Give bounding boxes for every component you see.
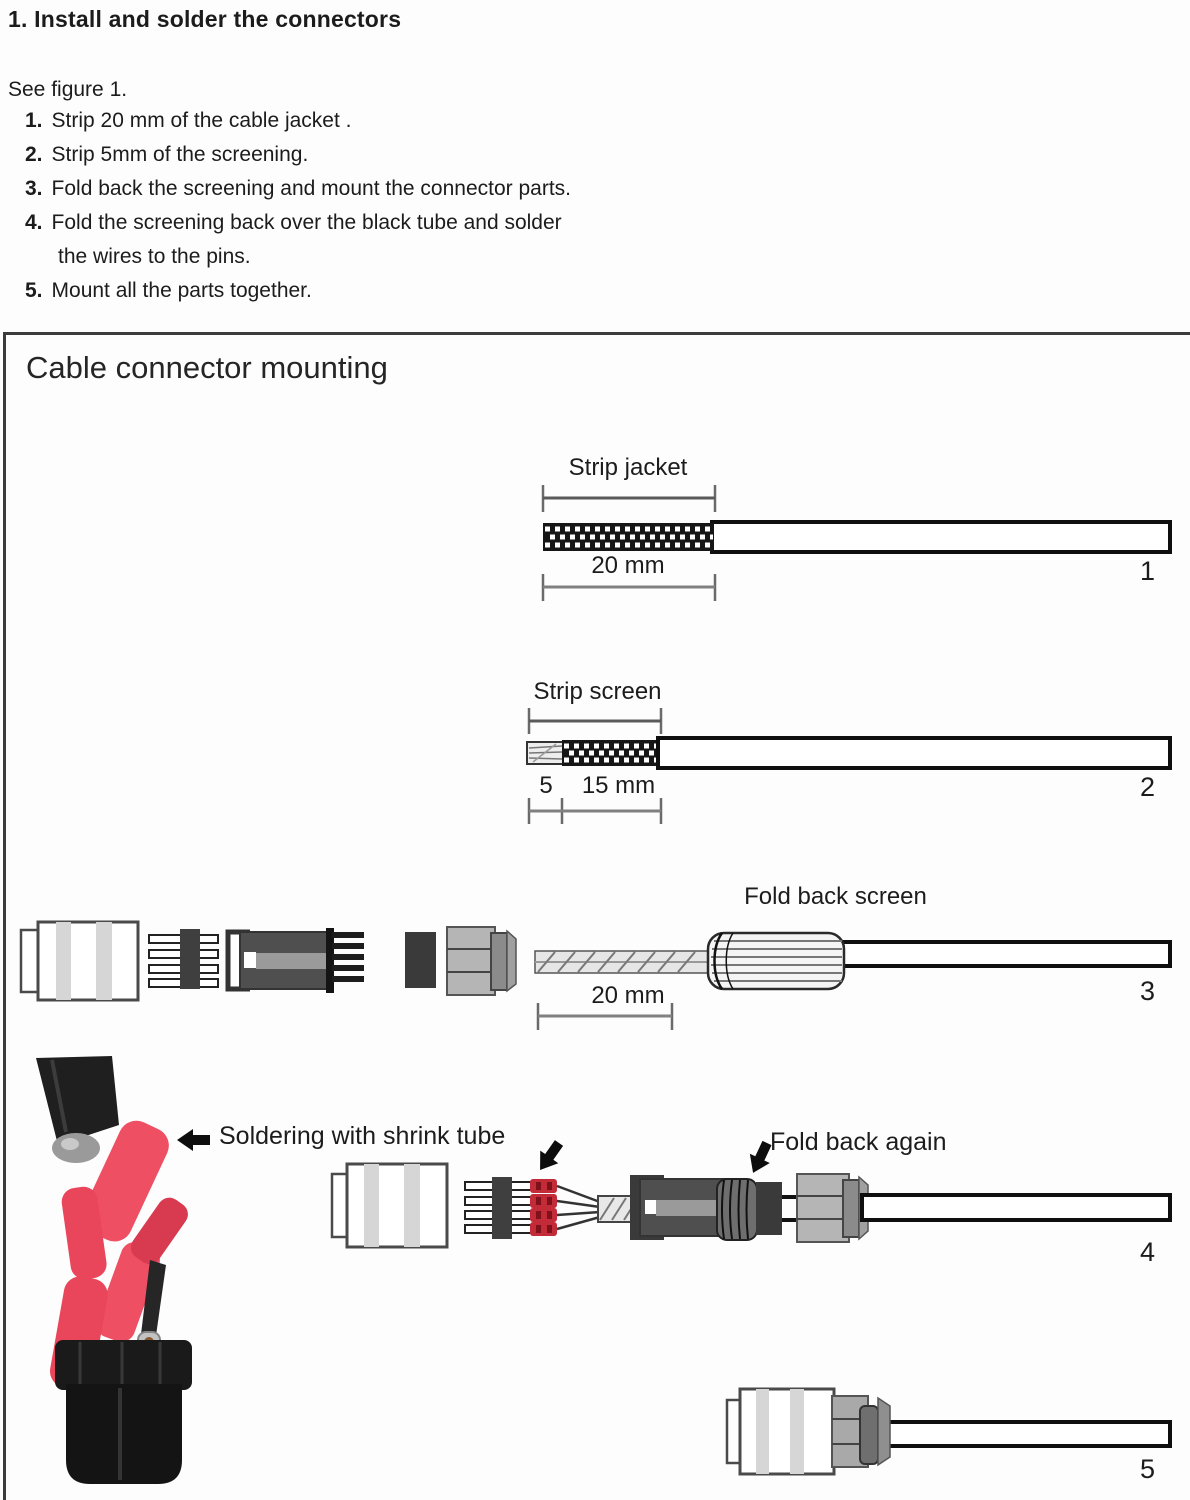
instruction-steps: 1.Strip 20 mm of the cable jacket . 2.St… <box>25 104 571 308</box>
left-arrow-icon <box>177 1129 210 1151</box>
instruction-step-5: 5.Mount all the parts together. <box>25 279 312 302</box>
instruction-step-3: 3.Fold back the screening and mount the … <box>25 177 571 200</box>
pin-header-part-step4 <box>464 1177 546 1239</box>
pin-header-part <box>148 929 219 989</box>
black-tube-part-step4 <box>756 1182 782 1235</box>
connector-shell-part <box>19 920 140 1002</box>
step-number-3: 3 <box>1139 976 1156 1006</box>
braided-screen-step2 <box>562 740 660 766</box>
gray-connector-part-step4 <box>796 1173 869 1243</box>
figure-cable-connector-mounting: Cable connector mounting <box>0 332 1190 1500</box>
red-shrink-tubes <box>530 1179 557 1236</box>
soldering-callout-label: Soldering with shrink tube <box>219 1122 506 1150</box>
figure-title: Cable connector mounting <box>26 350 388 385</box>
section-heading: 1. Install and solder the connectors <box>8 6 402 32</box>
strip-screen-label: Strip screen <box>533 678 662 705</box>
fold-back-screen-label: Fold back screen <box>744 883 927 910</box>
step5-assembled-diagram <box>725 1387 1172 1476</box>
folded-screen-bulge <box>706 931 846 991</box>
soldered-connector-photo <box>36 1056 192 1484</box>
strip-jacket-label: Strip jacket <box>568 454 688 481</box>
figure-border-top <box>3 332 1190 335</box>
connector-shell-part-step4 <box>330 1162 449 1249</box>
fold-back-again-label: Fold back again <box>770 1128 947 1156</box>
figure-diagram <box>19 485 1172 1484</box>
instruction-step-2: 2.Strip 5mm of the screening. <box>25 143 309 166</box>
braided-screen-step1 <box>543 523 714 551</box>
step4-soldering-diagram <box>177 1129 1172 1249</box>
fold-dimension-label: 20 mm <box>591 982 665 1009</box>
cable-jacket-step5 <box>882 1420 1172 1448</box>
gray-connector-part <box>446 926 517 996</box>
step-number-4: 4 <box>1139 1237 1156 1267</box>
screen-dimension-5-label: 5 <box>539 772 553 799</box>
see-figure-note: See figure 1. <box>8 78 128 101</box>
instruction-step-1: 1.Strip 20 mm of the cable jacket . <box>25 109 352 132</box>
instruction-step-4-continued: the wires to the pins. <box>58 245 251 268</box>
down-arrow-fold-icon <box>749 1140 772 1173</box>
figure-border-left <box>3 332 6 1500</box>
folded-screen-bundle-step4 <box>716 1178 758 1241</box>
cable-jacket-step2 <box>656 736 1172 770</box>
step-number-2: 2 <box>1139 772 1156 802</box>
down-arrow-shrink-icon <box>540 1140 564 1171</box>
jacket-dimension-label: 20 mm <box>591 552 665 579</box>
assembled-connector <box>725 1387 891 1476</box>
twisted-screen-strands <box>534 950 713 974</box>
step-number-5: 5 <box>1139 1454 1156 1484</box>
step1-strip-jacket-diagram <box>541 485 1172 601</box>
black-tube-part <box>405 932 436 988</box>
instruction-step-4: 4.Fold the screening back over the black… <box>25 206 571 274</box>
dark-connector-part <box>225 928 364 993</box>
step-number-1: 1 <box>1139 556 1156 586</box>
cable-jacket-step1 <box>710 520 1172 554</box>
stripped-wires-step2 <box>526 741 565 765</box>
step2-strip-screen-diagram <box>526 708 1172 824</box>
cable-jacket-step4 <box>860 1193 1172 1222</box>
step3-fold-back-screen-diagram <box>19 920 1172 1030</box>
screen-dimension-15-label: 15 mm <box>581 772 656 799</box>
dark-connector-part-step4 <box>630 1175 728 1240</box>
